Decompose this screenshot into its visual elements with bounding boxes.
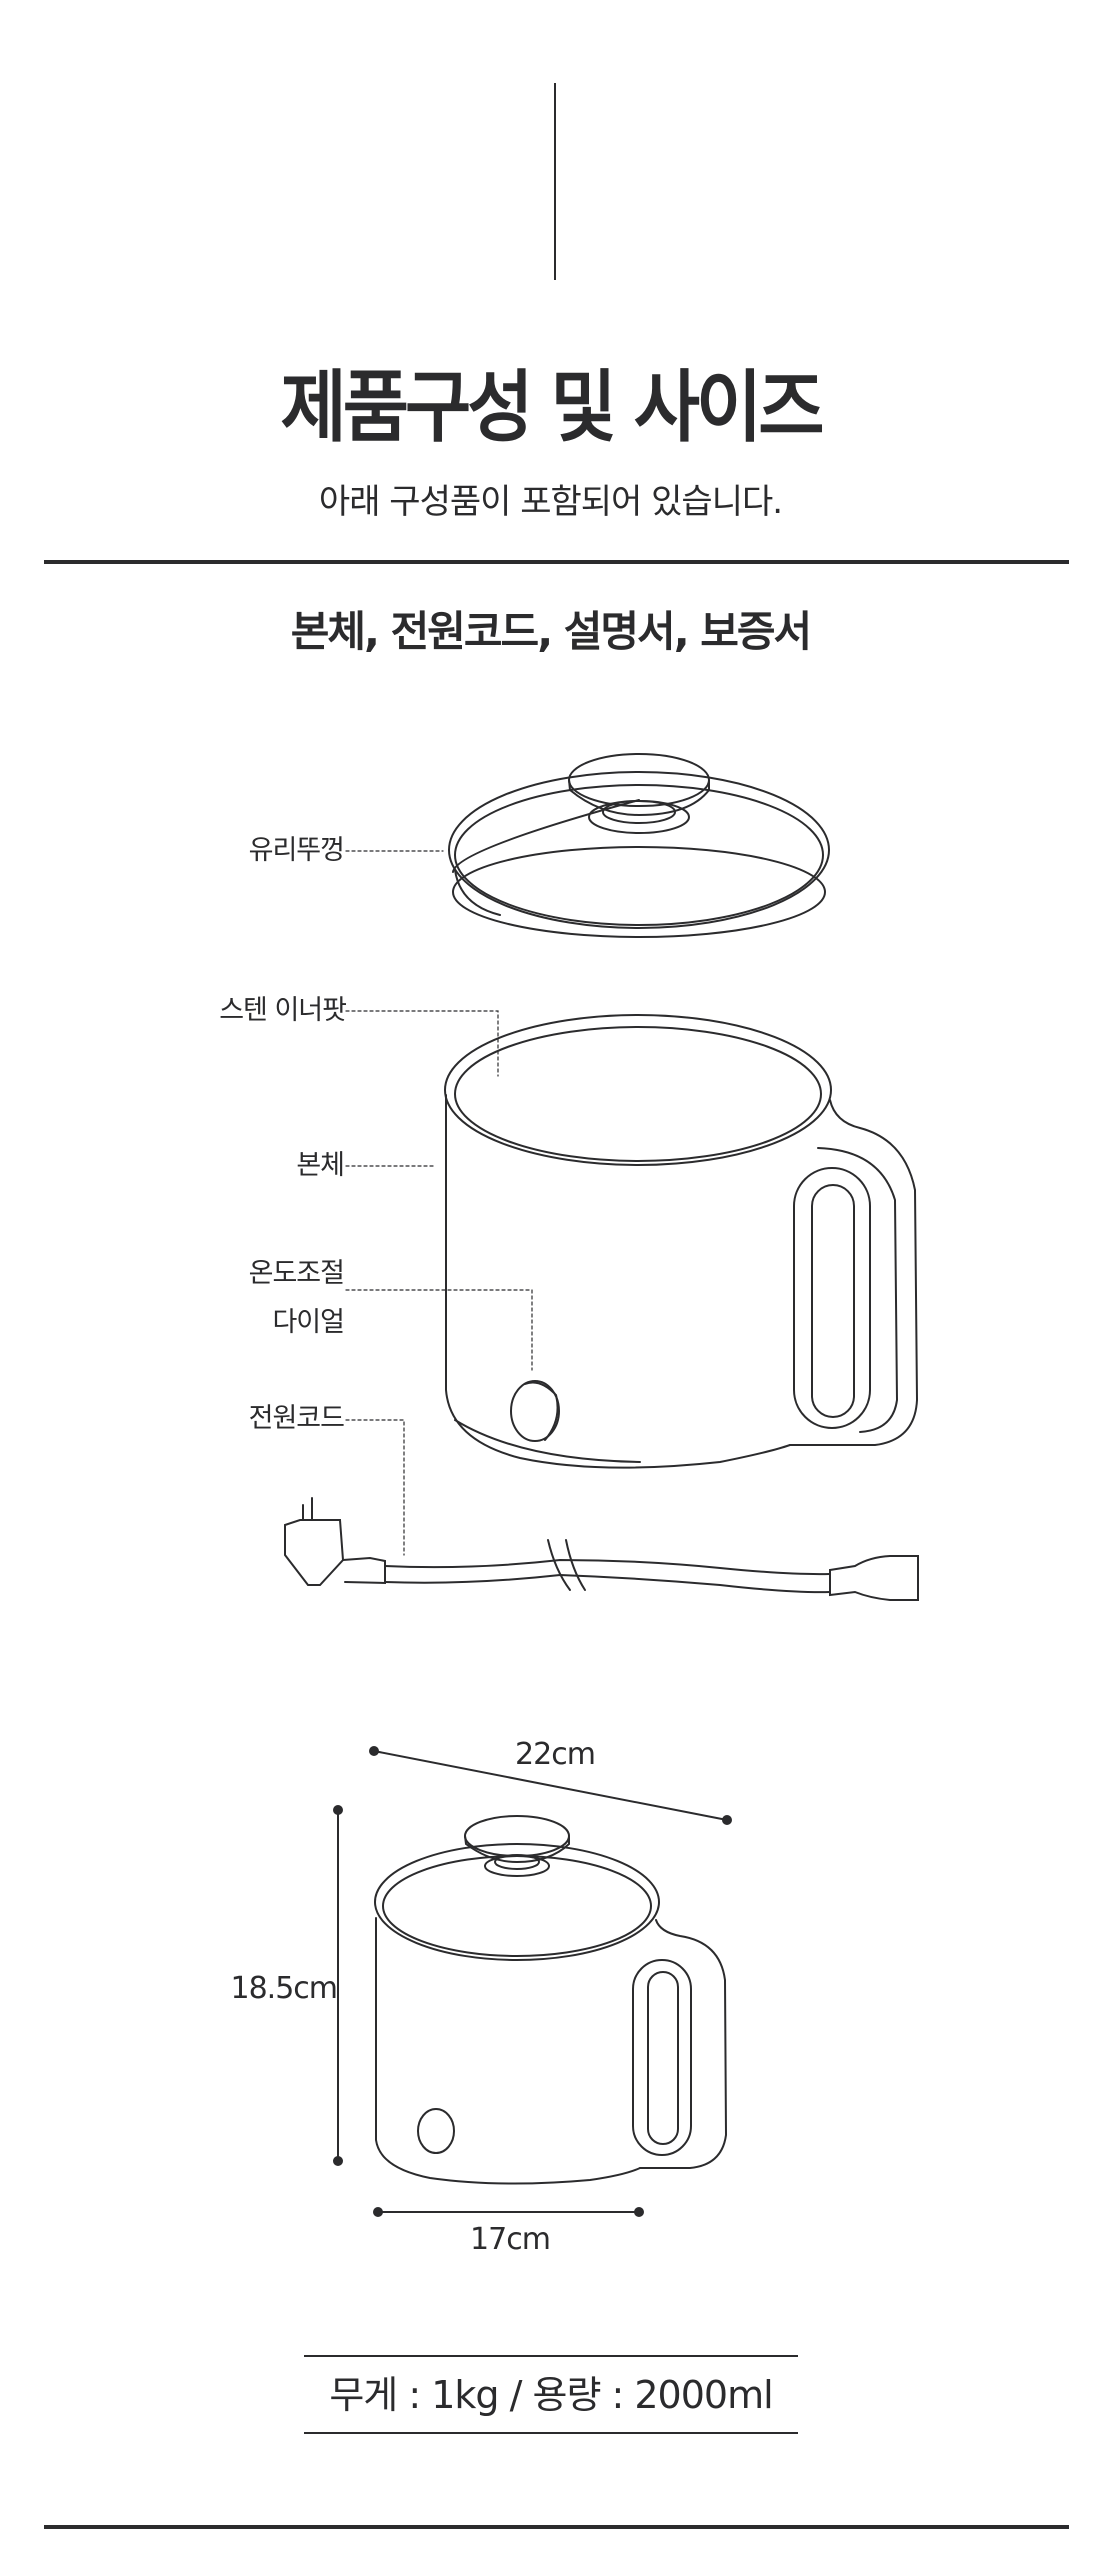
dimension-lines (333, 1746, 732, 2217)
page-title: 제품구성 및 사이즈 (280, 361, 824, 453)
label-glass-lid: 유리뚜껑 (248, 835, 345, 866)
dimension-pot-drawing (374, 1815, 728, 2185)
dimension-height-label: 18.5cm (230, 1971, 338, 2006)
spec-rule-top (304, 2355, 798, 2357)
dimension-depth-label: 22cm (515, 1737, 596, 1772)
page-subtitle: 아래 구성품이 포함되어 있습니다. (318, 482, 783, 522)
bottom-divider (44, 2525, 1069, 2529)
label-dial-2: 다이얼 (272, 1307, 345, 1338)
label-power-cord: 전원코드 (248, 1403, 345, 1434)
spec-weight-capacity: 무게 : 1kg / 용량 : 2000ml (329, 2373, 773, 2417)
label-dial-1: 온도조절 (248, 1258, 345, 1289)
label-inner-pot: 스텐 이너팟 (219, 995, 347, 1026)
pot-body-drawing (345, 1010, 919, 1469)
dimension-width-label: 17cm (470, 2222, 551, 2257)
spec-rule-bottom (304, 2432, 798, 2434)
label-body: 본체 (296, 1150, 345, 1181)
section-divider (44, 560, 1069, 564)
top-divider-vertical (554, 83, 556, 280)
components-list: 본체, 전원코드, 설명서, 보증서 (290, 607, 812, 656)
glass-lid-drawing (345, 753, 830, 938)
power-cord-drawing (284, 1419, 919, 1601)
